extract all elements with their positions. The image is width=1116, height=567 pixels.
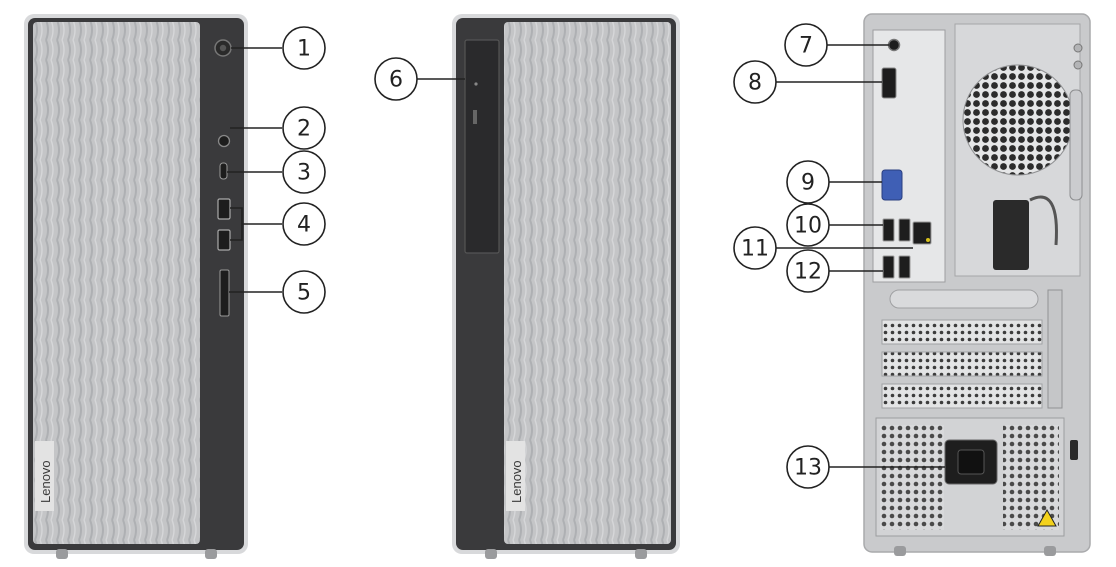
callout-5: 5: [282, 270, 326, 314]
front-view-optical: Lenovo: [452, 14, 680, 559]
psu-vent-left: [880, 425, 944, 530]
screw-icon: [1073, 60, 1083, 70]
drive-indicator-icon: [474, 82, 478, 86]
callout-10: 10: [786, 203, 830, 247]
usb-c-port-icon: [219, 162, 228, 180]
callout-number: 4: [297, 213, 311, 238]
callout-12: 12: [786, 249, 830, 293]
callout-9: 9: [786, 160, 830, 204]
callout-4: 4: [282, 202, 326, 246]
logo-badge: [506, 441, 525, 511]
expansion-bar: [889, 289, 1039, 309]
power-button-center-icon: [219, 44, 227, 52]
callout-number: 13: [794, 456, 822, 481]
ethernet-port-icon: [912, 221, 932, 245]
callout-number: 3: [297, 161, 311, 186]
fan-mount-icon: [1069, 89, 1083, 201]
callout-2: 2: [282, 106, 326, 150]
callout-leaders: [227, 44, 945, 468]
hdmi-port-icon: [881, 67, 897, 99]
cable-clip-icon: [993, 200, 1029, 270]
ribbed-front-panel: [504, 22, 671, 544]
side-bracket-icon: [1047, 289, 1063, 409]
eject-button-icon: [473, 110, 477, 124]
link-led-icon: [926, 238, 930, 242]
foot-icon: [485, 549, 497, 559]
callout-number: 2: [297, 117, 311, 142]
usb-a-port-icon: [898, 255, 911, 279]
callout-8: 8: [733, 60, 777, 104]
foot-icon: [894, 546, 906, 556]
callout-number: 11: [741, 237, 769, 262]
usb-a-port-icon: [898, 218, 911, 242]
callout-number: 12: [794, 260, 822, 285]
usb-a-port-icon: [217, 198, 231, 220]
foot-icon: [56, 549, 68, 559]
callout-number: 10: [794, 214, 822, 239]
callout-6: 6: [374, 57, 418, 101]
logo-badge: [35, 441, 54, 511]
callout-7: 7: [784, 23, 828, 67]
callout-number: 8: [748, 71, 762, 96]
fan-grille: [962, 64, 1074, 176]
callout-1: 1: [282, 26, 326, 70]
lenovo-logo-text: Lenovo: [509, 460, 524, 503]
callout-number: 9: [801, 171, 815, 196]
vga-port-icon: [881, 169, 903, 201]
card-reader-slot-icon: [219, 269, 230, 317]
callout-number: 1: [297, 37, 311, 62]
optical-drive-bay: [464, 39, 500, 254]
foot-icon: [1044, 546, 1056, 556]
callouts: 1 2 3 4 5 6 7 8 9 10 11 12 13: [282, 23, 830, 489]
expansion-slot: [881, 319, 1043, 345]
leader-bracket: [230, 207, 282, 241]
usb-a-port-icon: [217, 229, 231, 251]
foot-icon: [635, 549, 647, 559]
psu-vent-right: [1003, 425, 1059, 530]
expansion-slot: [881, 351, 1043, 377]
callout-13: 13: [786, 445, 830, 489]
lenovo-logo-text: Lenovo: [38, 460, 53, 503]
front-view-left: Lenovo: [24, 14, 248, 559]
callout-11: 11: [733, 226, 777, 270]
callout-3: 3: [282, 150, 326, 194]
callout-number: 5: [297, 281, 311, 306]
callout-number: 7: [799, 34, 813, 59]
foot-icon: [205, 549, 217, 559]
expansion-slot: [881, 383, 1043, 409]
power-inlet-socket-icon: [957, 449, 985, 475]
callout-number: 6: [389, 68, 403, 93]
headset-jack-icon: [217, 134, 231, 148]
usb-a-port-icon: [882, 218, 895, 242]
cable-icon: [1029, 195, 1058, 246]
warning-icon: [1037, 508, 1057, 527]
audio-jack-icon: [887, 38, 901, 52]
rear-view: [863, 13, 1091, 556]
screw-icon: [1073, 43, 1083, 53]
usb-a-port-icon: [882, 255, 895, 279]
rear-latch-icon: [1070, 440, 1078, 460]
ribbed-front-panel: [33, 22, 200, 544]
